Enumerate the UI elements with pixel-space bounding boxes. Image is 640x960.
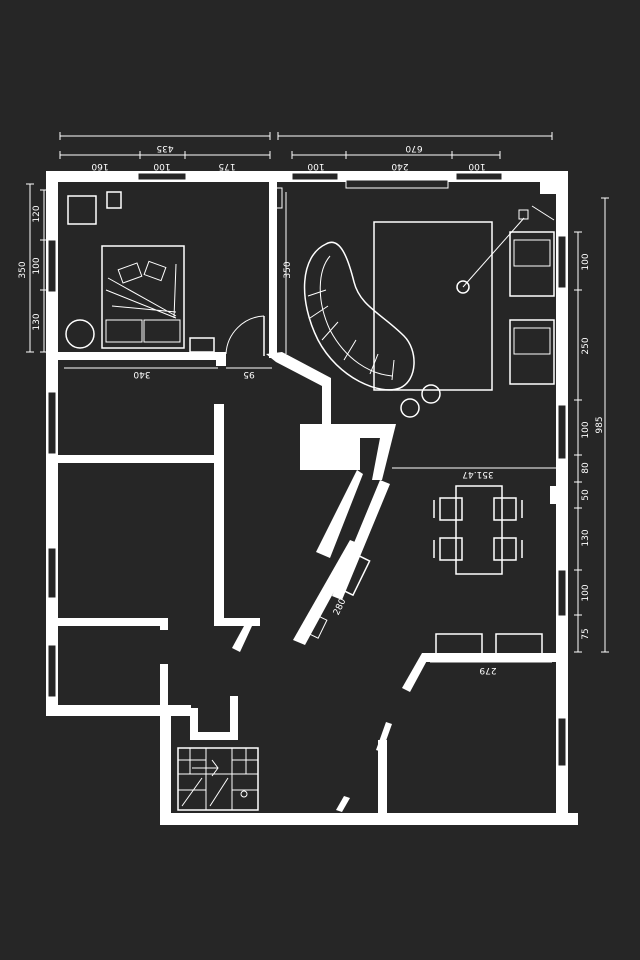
dining-set [433, 485, 523, 575]
dim-bedroom-width: 340 [133, 369, 150, 379]
top-dimension-lines [59, 132, 553, 159]
dim-top-total-left: 435 [156, 143, 173, 153]
top-dimension-labels: 435 670 160 100 175 100 240 100 [91, 143, 485, 171]
floor-lamp [456, 280, 470, 294]
dim-top-seg-3: 175 [218, 161, 235, 171]
living-furniture [303, 205, 555, 418]
dim-right-seg-1: 100 [581, 253, 591, 270]
dim-right-seg-2: 250 [581, 337, 591, 354]
dim-dining-width: 351.47 [462, 469, 494, 479]
dim-left-seg-1: 120 [32, 205, 42, 222]
bedside-lamp [65, 319, 95, 349]
right-dimension-lines [574, 197, 609, 653]
dining-chairs [433, 497, 523, 561]
dim-counter-length: 280 [332, 597, 349, 617]
bedroom-door[interactable] [225, 315, 265, 356]
bed [101, 245, 185, 349]
kitchen-appliances [308, 553, 543, 655]
curved-sofa [303, 241, 415, 391]
rug [373, 221, 493, 391]
left-dimension-labels: 350 120 100 130 [18, 205, 42, 330]
bedroom-furniture [65, 191, 215, 353]
interior-walls [58, 182, 558, 815]
dim-right-seg-4: 80 [581, 462, 591, 474]
dim-left-seg-2: 100 [32, 257, 42, 274]
dim-living-height: 350 [283, 261, 293, 278]
dining-table [455, 485, 503, 575]
dim-top-seg-1: 160 [91, 161, 108, 171]
dim-top-seg-5: 240 [391, 161, 408, 171]
dim-right-seg-7: 100 [581, 584, 591, 601]
dim-kitchen-width: 279 [479, 665, 496, 675]
dim-top-total-right: 670 [405, 143, 422, 153]
windows [47, 172, 567, 767]
dim-top-seg-6: 100 [468, 161, 485, 171]
dim-left-seg-3: 130 [32, 313, 42, 330]
right-dimension-labels: 985 100 250 100 80 50 130 100 75 [581, 253, 605, 640]
armchair-top [509, 231, 555, 297]
staircase [177, 747, 259, 811]
armchair-bottom [509, 319, 555, 385]
dim-right-total: 985 [595, 416, 605, 433]
dim-right-seg-6: 130 [581, 529, 591, 546]
dim-right-seg-3: 100 [581, 421, 591, 438]
dim-right-seg-8: 75 [581, 628, 591, 639]
dim-left-total: 350 [18, 261, 28, 278]
dim-top-seg-4: 100 [307, 161, 324, 171]
dim-top-seg-2: 100 [153, 161, 170, 171]
dim-door-width: 95 [243, 369, 254, 379]
dim-right-seg-5: 50 [581, 489, 591, 501]
